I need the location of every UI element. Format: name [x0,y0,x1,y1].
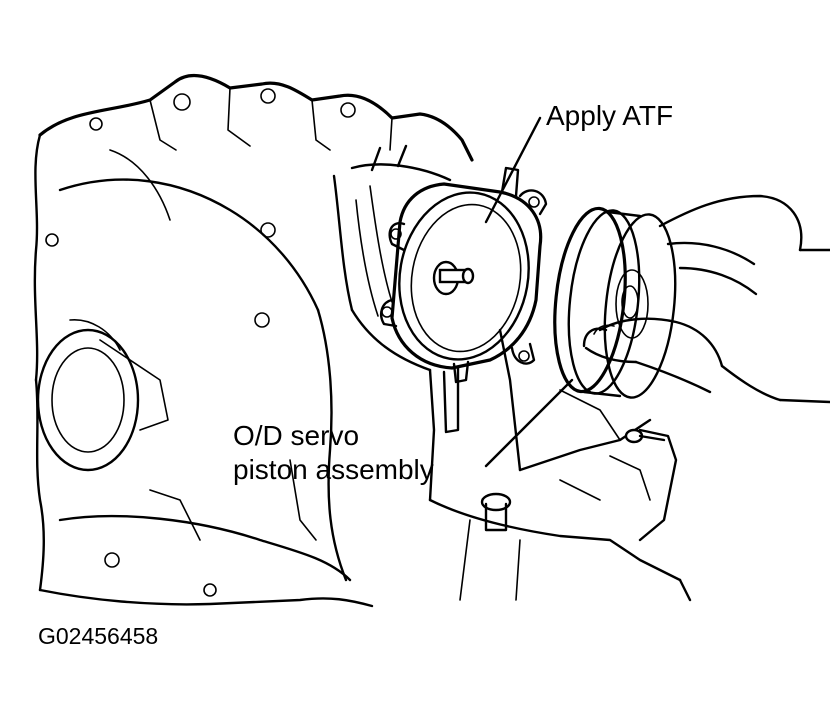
figure-code: G02456458 [38,623,159,649]
transmission-case [33,73,474,608]
servo-piston [553,206,677,399]
hand [582,194,830,404]
servo-bore [332,144,452,372]
apply-atf-label: Apply ATF [546,100,674,131]
servo-piston-leader [484,378,574,468]
servo-label-line2: piston assembly [233,454,434,485]
servo-label-line1: O/D servo [233,420,360,451]
apply-atf-leader [484,116,542,224]
servo-cover [380,166,548,434]
case-lower-body [428,328,692,602]
